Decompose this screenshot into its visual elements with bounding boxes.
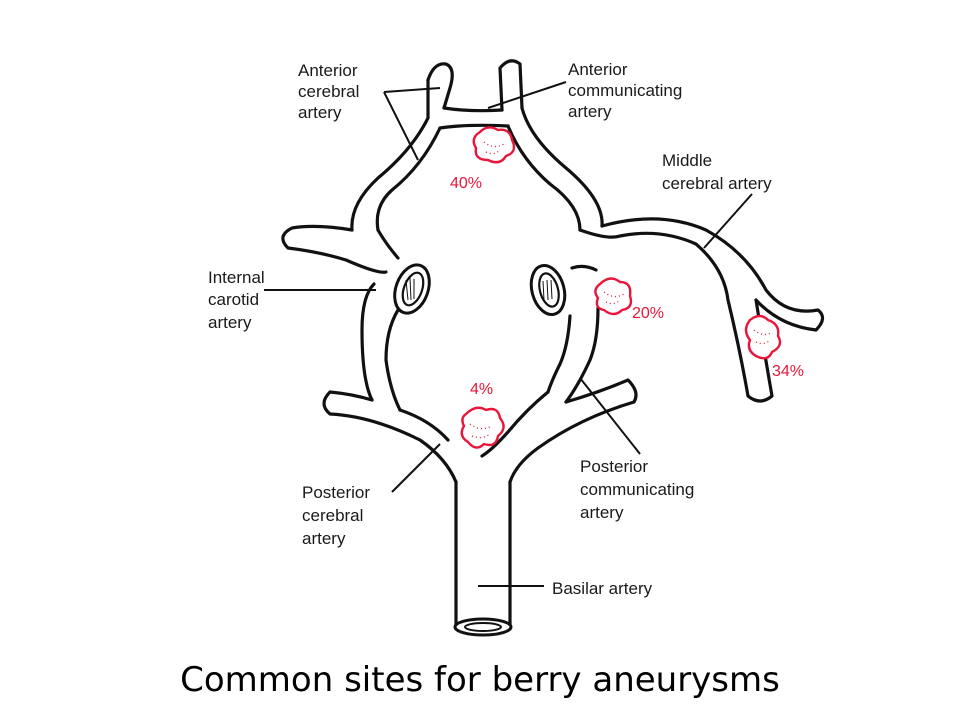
aneurysm-acom xyxy=(472,126,516,164)
left-ica-branch xyxy=(281,224,400,274)
basilar-artery xyxy=(454,480,512,630)
left-aca-outer xyxy=(350,78,430,232)
right-trunk xyxy=(546,264,600,404)
left-aca-stub xyxy=(426,62,454,110)
label-line: artery xyxy=(298,103,342,122)
label-line: Posterior xyxy=(302,483,370,502)
leader-lines xyxy=(264,81,753,587)
right-internal-carotid-cross-section xyxy=(529,263,567,317)
percent-acom: 40% xyxy=(450,175,482,192)
label-line: artery xyxy=(208,313,252,332)
aneurysm-mca xyxy=(744,314,782,360)
left-internal-carotid-cross-section xyxy=(393,263,431,315)
leader-acom xyxy=(487,81,567,109)
label-line: Middle xyxy=(662,151,712,170)
right-aca xyxy=(506,106,604,232)
anterior-communicating-artery xyxy=(375,106,510,232)
label-line: artery xyxy=(568,102,612,121)
label-internal-carotid-artery: Internal carotid artery xyxy=(208,268,265,332)
right-aca-stub xyxy=(498,59,524,112)
label-line: cerebral xyxy=(298,82,359,101)
slide-caption: Common sites for berry aneurysms xyxy=(180,660,780,700)
left-trunk xyxy=(360,282,402,412)
left-posterior-cerebral xyxy=(322,390,458,484)
label-line: artery xyxy=(580,503,624,522)
label-middle-cerebral-artery: Middle cerebral artery xyxy=(662,151,772,193)
circle-of-willis-diagram: Anterior cerebral artery Anterior commun… xyxy=(208,59,825,637)
label-line: Anterior xyxy=(298,61,358,80)
label-line: cerebral xyxy=(302,506,363,525)
label-anterior-communicating-artery: Anterior communicating artery xyxy=(568,60,682,121)
label-line: Internal xyxy=(208,268,265,287)
aneurysm-basilar-tip xyxy=(460,406,505,449)
label-line: artery xyxy=(302,529,346,548)
label-basilar-artery: Basilar artery xyxy=(552,579,653,598)
label-line: Posterior xyxy=(580,457,648,476)
label-posterior-cerebral-artery: Posterior cerebral artery xyxy=(302,483,370,548)
leader-pca xyxy=(391,443,441,493)
aneurysm-blob xyxy=(460,406,505,449)
leader-aca xyxy=(383,87,441,161)
label-line: communicating xyxy=(580,480,694,499)
right-mca xyxy=(578,217,825,403)
vessel-outlines xyxy=(281,59,825,637)
aneurysm-blob xyxy=(594,277,633,316)
leader-mca xyxy=(703,193,753,249)
aneurysm-pcom xyxy=(594,277,633,316)
label-line: carotid xyxy=(208,290,259,309)
percent-pcom: 20% xyxy=(632,305,664,322)
label-line: Anterior xyxy=(568,60,628,79)
label-posterior-communicating-artery: Posterior communicating artery xyxy=(580,457,694,522)
leader-pcom xyxy=(579,377,641,455)
label-line: cerebral artery xyxy=(662,174,772,193)
basilar-cross-section xyxy=(453,617,513,637)
right-posterior-cerebral xyxy=(480,378,638,484)
label-anterior-cerebral-artery: Anterior cerebral artery xyxy=(298,61,359,122)
label-line: communicating xyxy=(568,81,682,100)
percent-basilar-tip: 4% xyxy=(470,381,493,398)
aneurysm-blob xyxy=(744,314,782,360)
percent-mca: 34% xyxy=(772,363,804,380)
aneurysm-blob xyxy=(472,126,516,164)
